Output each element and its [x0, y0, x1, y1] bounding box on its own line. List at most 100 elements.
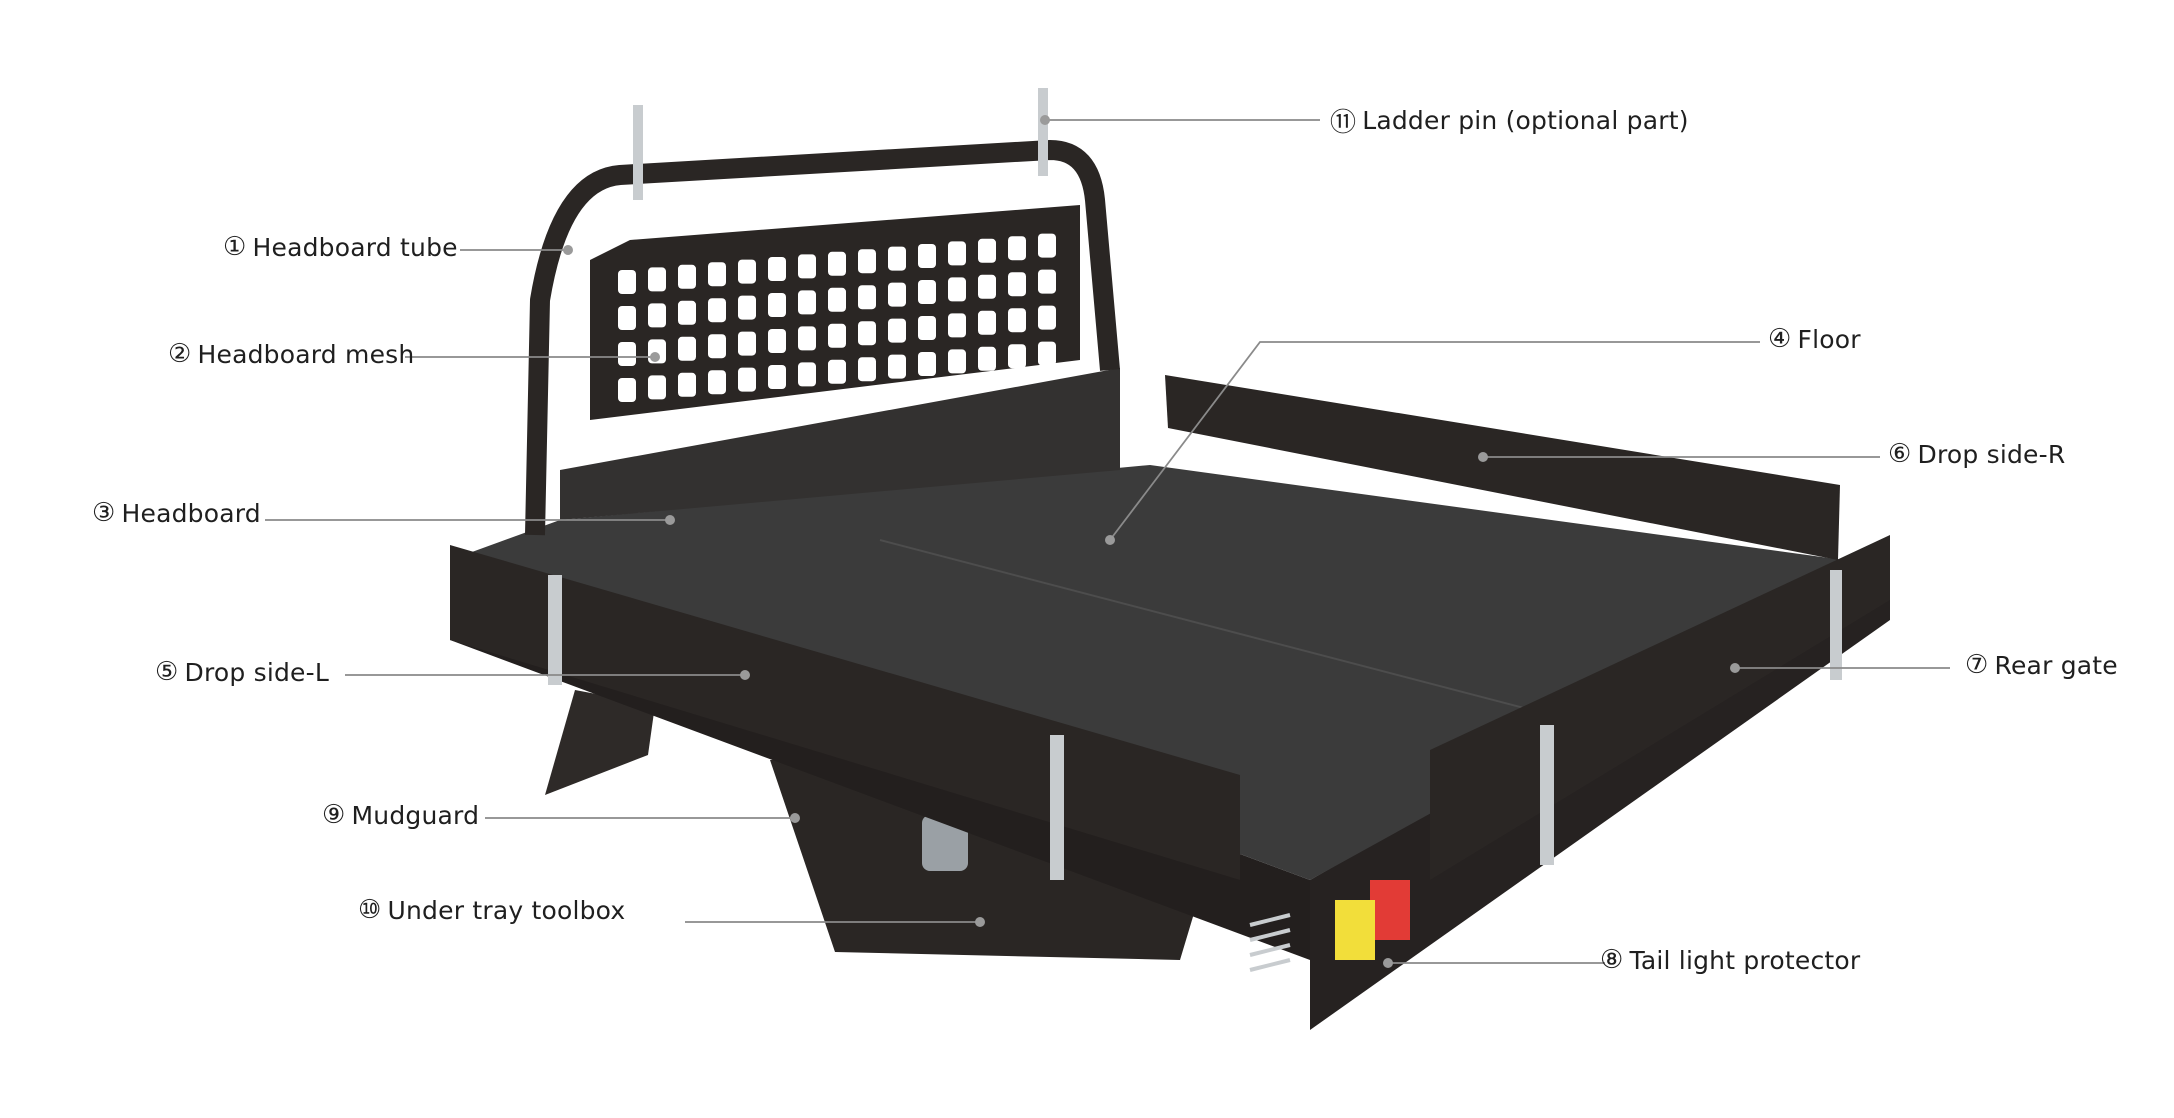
mesh-hole [978, 274, 996, 299]
callout-label: Rear gate [1994, 650, 2118, 680]
mesh-hole [768, 329, 786, 353]
headboard-panel [560, 368, 1120, 520]
callout-label: Under tray toolbox [387, 895, 626, 925]
mesh-hole [918, 352, 936, 376]
ladder-pin-left [633, 105, 643, 200]
leader-lines [265, 119, 1950, 964]
callout-number: ⑨ [322, 800, 346, 830]
mesh-hole [768, 293, 786, 317]
mesh-hole [618, 378, 636, 402]
mesh-hole [888, 354, 906, 379]
callout-label: Headboard [121, 498, 261, 528]
mesh-hole [768, 257, 786, 281]
tail-light-yellow [1335, 900, 1375, 960]
mesh-hole [828, 287, 846, 312]
callout-label: Drop side-R [1917, 439, 2066, 469]
mesh-hole [1038, 341, 1056, 366]
callout-label: Tail light protector [1629, 945, 1861, 975]
callout-number: ⑧ [1600, 945, 1624, 975]
mesh-hole [738, 331, 756, 356]
mesh-hole [678, 300, 696, 325]
mesh-hole [678, 264, 696, 289]
mesh-hole [888, 282, 906, 307]
callout-headboard: ③ Headboard [92, 498, 261, 528]
mesh-hole [708, 370, 726, 395]
tail-light-protector-bars [1249, 913, 1291, 972]
mudguard-panel [545, 690, 655, 795]
ladder-pin-right [1038, 88, 1048, 176]
floor-seam [879, 539, 1571, 721]
tail-light-red [1370, 880, 1410, 940]
latch-3 [1540, 725, 1554, 865]
mesh-holes [618, 233, 1056, 402]
callout-headboard-tube: ① Headboard tube [223, 232, 458, 262]
mesh-hole [918, 280, 936, 304]
mesh-hole [678, 372, 696, 397]
mesh-hole [888, 318, 906, 343]
mesh-hole [738, 295, 756, 320]
mesh-hole [648, 267, 666, 292]
callout-mudguard: ⑨ Mudguard [322, 800, 479, 830]
mesh-hole [858, 357, 876, 382]
mesh-hole [618, 342, 636, 366]
callout-drop-side-l: ⑤ Drop side-L [155, 657, 329, 687]
callout-number: ③ [92, 498, 116, 528]
callout-number: ④ [1768, 324, 1792, 354]
leader-dots [563, 115, 1740, 968]
mesh-hole [798, 290, 816, 315]
mesh-hole [1038, 233, 1056, 258]
callout-number: ⑦ [1965, 650, 1989, 680]
callout-label: Ladder pin (optional part) [1362, 106, 1689, 135]
mesh-hole [978, 238, 996, 263]
mesh-hole [678, 336, 696, 361]
callout-tail-light-protector: ⑧ Tail light protector [1600, 945, 1860, 975]
mesh-hole [978, 310, 996, 335]
callout-number: ⑪ [1330, 108, 1357, 138]
mesh-hole [648, 303, 666, 328]
mesh-hole [978, 346, 996, 371]
callout-label: Headboard tube [252, 232, 458, 262]
callout-label: Headboard mesh [197, 339, 415, 369]
callout-number: ② [168, 339, 192, 369]
callout-headboard-mesh: ② Headboard mesh [168, 339, 414, 369]
headboard-tube-frame [525, 140, 1120, 536]
mesh-hole [858, 249, 876, 274]
latch-4 [1830, 570, 1842, 680]
mesh-hole [1038, 269, 1056, 294]
mesh-hole [708, 262, 726, 287]
mesh-hole [1008, 308, 1026, 333]
mesh-hole [918, 316, 936, 340]
tray-floor [450, 465, 1880, 880]
mesh-hole [1008, 272, 1026, 297]
latch-1 [548, 575, 562, 685]
mesh-hole [798, 254, 816, 279]
callout-number: ⑩ [358, 895, 382, 925]
callout-number: ⑥ [1888, 439, 1912, 469]
mesh-hole [798, 326, 816, 351]
mesh-hole [738, 259, 756, 284]
mesh-hole [1008, 236, 1026, 261]
mesh-hole [798, 362, 816, 387]
callout-label: Drop side-L [184, 657, 329, 687]
drop-side-left-panel [450, 545, 1240, 880]
callout-drop-side-r: ⑥ Drop side-R [1888, 439, 2065, 469]
callout-rear-gate: ⑦ Rear gate [1965, 650, 2118, 680]
callout-floor: ④ Floor [1768, 324, 1861, 354]
mesh-hole [948, 241, 966, 266]
mesh-hole [1038, 305, 1056, 330]
callout-label: Floor [1797, 324, 1861, 354]
mesh-hole [948, 313, 966, 338]
mesh-hole [708, 334, 726, 359]
callout-number: ⑤ [155, 657, 179, 687]
mesh-hole [738, 367, 756, 392]
mesh-hole [618, 270, 636, 294]
callout-under-tray-toolbox: ⑩ Under tray toolbox [358, 895, 625, 925]
latch-2 [1050, 735, 1064, 880]
toolbox-lock [922, 815, 968, 871]
mesh-hole [708, 298, 726, 323]
mesh-hole [918, 244, 936, 268]
mesh-hole [888, 246, 906, 271]
mesh-hole [1008, 344, 1026, 369]
mesh-hole [618, 306, 636, 330]
